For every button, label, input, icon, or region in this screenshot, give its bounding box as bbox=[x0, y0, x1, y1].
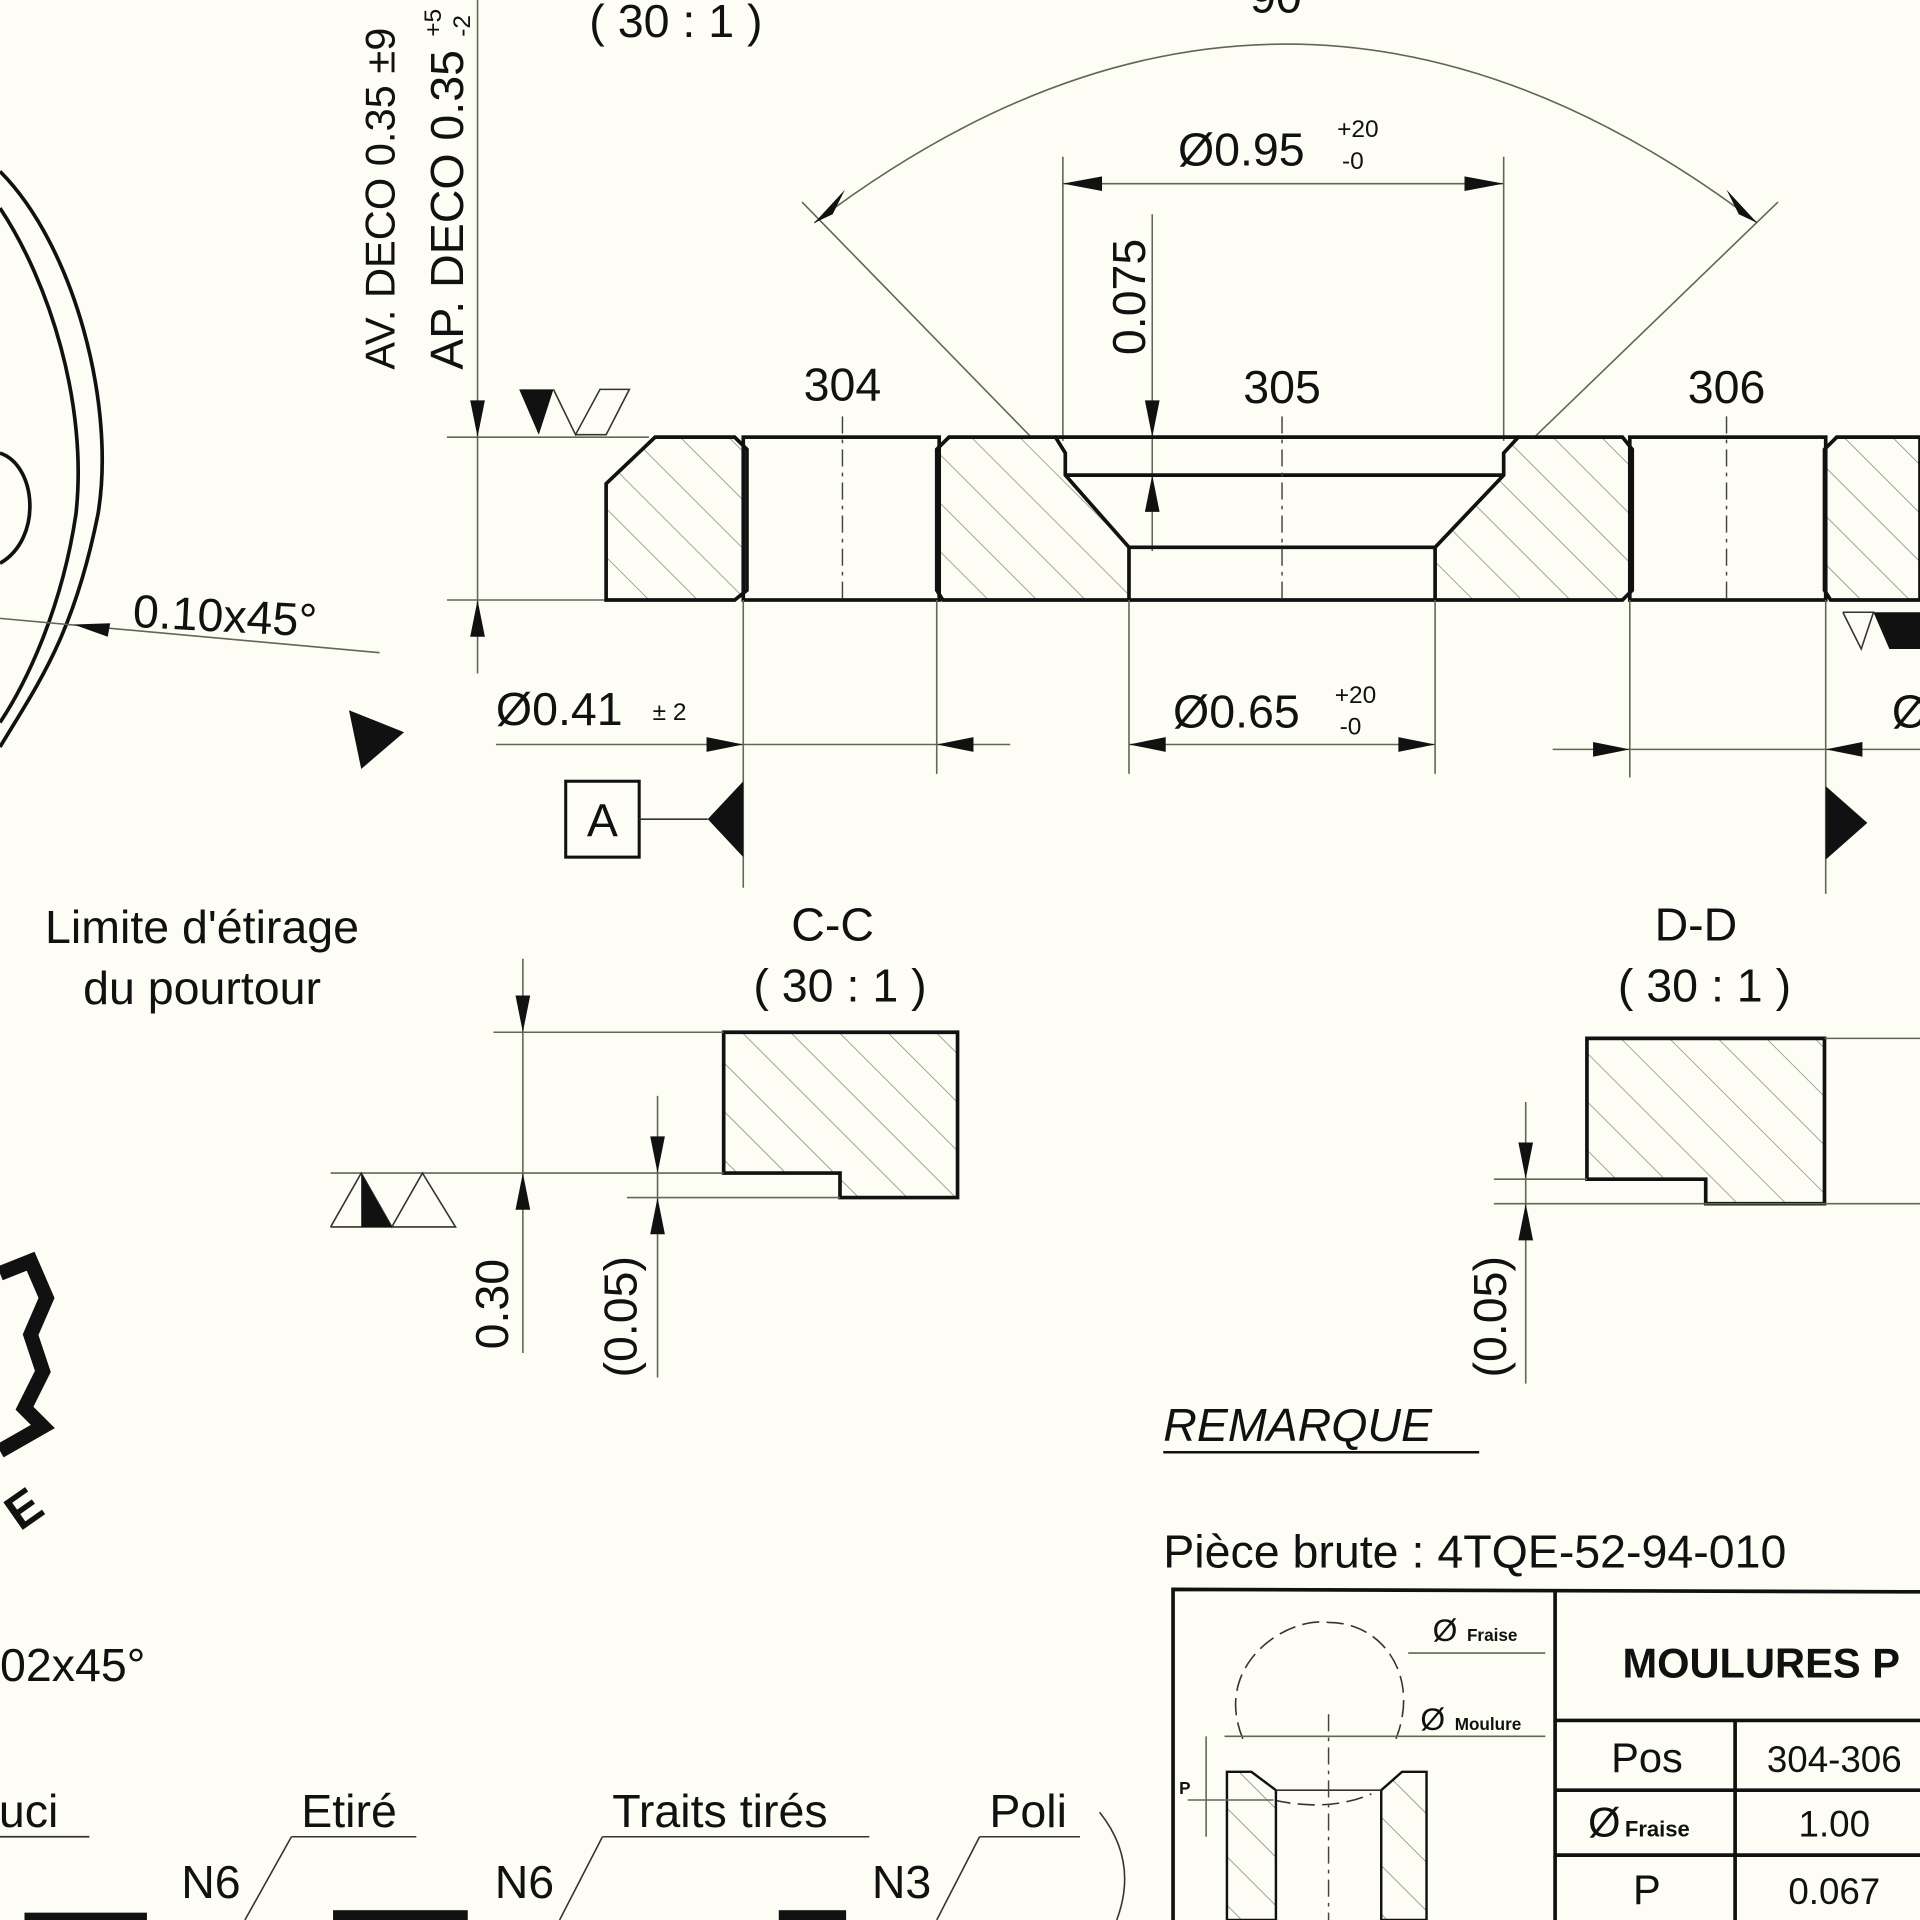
finish-label: Etiré bbox=[301, 1785, 397, 1837]
remarque-heading: REMARQUE bbox=[1163, 1399, 1433, 1451]
section-cc-profile bbox=[721, 1030, 960, 1200]
finish-label: Poli bbox=[989, 1785, 1067, 1837]
note-limit-line2: du pourtour bbox=[83, 962, 321, 1014]
moulures-table: MOULURES P Pos 304-306 Ø Fraise 1.00 P 0… bbox=[1171, 1587, 1920, 1920]
piece-brute: Pièce brute : 4TQE-52-94-010 bbox=[1163, 1525, 1786, 1577]
finish-grade: N6 bbox=[495, 1856, 554, 1908]
section-cc-scale: ( 30 : 1 ) bbox=[753, 960, 926, 1012]
surface-finish-symbol bbox=[519, 388, 631, 437]
dimension-dia-065: Ø0.65 bbox=[1173, 685, 1300, 737]
scale-label-top: ( 30 : 1 ) bbox=[589, 0, 762, 47]
row-label-dia-sub: Fraise bbox=[1625, 1817, 1690, 1842]
tolerance-plus: +20 bbox=[1335, 682, 1377, 709]
section-dd-title: D-D bbox=[1655, 898, 1738, 950]
sketch-dia-label: Ø bbox=[1433, 1612, 1458, 1648]
dimension-005-cc: (0.05) bbox=[595, 1256, 647, 1378]
arrow-icon bbox=[814, 189, 845, 223]
surface-finish-symbol bbox=[1842, 611, 1920, 652]
datum-label: A bbox=[587, 794, 618, 846]
dimension-dia-041: Ø0.41 bbox=[496, 683, 623, 735]
row-label-pos: Pos bbox=[1611, 1734, 1683, 1781]
table-title: MOULURES P bbox=[1622, 1640, 1900, 1687]
position-304: 304 bbox=[804, 358, 882, 410]
note-limit-line1: Limite d'étirage bbox=[45, 901, 359, 953]
sketch-dia-label: Ø bbox=[1420, 1701, 1445, 1737]
dimension-dia-095: Ø0.95 bbox=[1178, 123, 1305, 175]
section-cc-title: C-C bbox=[791, 898, 874, 950]
arrow-icon bbox=[1726, 189, 1758, 223]
tolerance-plus: +5 bbox=[420, 9, 447, 37]
main-section-view bbox=[604, 416, 1920, 602]
logo-letter: E bbox=[0, 1478, 53, 1541]
finish-label: Traits tirés bbox=[612, 1785, 827, 1837]
section-dd-scale: ( 30 : 1 ) bbox=[1618, 960, 1791, 1012]
dimension-005-dd: (0.05) bbox=[1464, 1256, 1516, 1378]
section-dd-profile bbox=[1585, 1036, 1827, 1206]
angle-extension-left bbox=[801, 201, 1036, 442]
dimension-030: 0.30 bbox=[466, 1259, 518, 1350]
tolerance-minus: -0 bbox=[1342, 148, 1364, 175]
surface-finish-symbol bbox=[329, 1171, 457, 1229]
sketch-p-label: P bbox=[1179, 1778, 1190, 1798]
finish-legend: buci Etiré N6 Traits tirés N6 Poli N3 bbox=[0, 1785, 1126, 1920]
datum-triangle-icon bbox=[707, 781, 744, 858]
angle-arc bbox=[813, 43, 1758, 224]
finish-grade: N6 bbox=[181, 1856, 240, 1908]
row-value-dia: 1.00 bbox=[1799, 1804, 1870, 1845]
finish-grade: N3 bbox=[872, 1856, 931, 1908]
angle-extension-right bbox=[1530, 201, 1779, 442]
top-view-partial bbox=[0, 170, 405, 769]
sketch-fraise-label: Fraise bbox=[1467, 1625, 1517, 1645]
dimension-chamfer: 0.10x45° bbox=[132, 585, 319, 647]
row-label-dia: Ø bbox=[1588, 1799, 1620, 1846]
angle-dimension: 90 bbox=[1250, 0, 1302, 22]
logo: E bbox=[0, 1251, 55, 1541]
tolerance-minus: -2 bbox=[449, 15, 476, 37]
deco-ap-label: AP. DECO 0.35 bbox=[421, 50, 473, 370]
finish-label: buci bbox=[0, 1785, 58, 1837]
position-305: 305 bbox=[1243, 361, 1321, 413]
row-label-p: P bbox=[1633, 1866, 1661, 1913]
row-value-pos: 304-306 bbox=[1767, 1739, 1902, 1780]
deco-av-label: AV. DECO 0.35 ±9 bbox=[356, 28, 403, 370]
dimension-chamfer-2: 02x45° bbox=[0, 1639, 145, 1691]
tolerance-minus: -0 bbox=[1340, 714, 1362, 741]
sketch-moulure-label: Moulure bbox=[1455, 1714, 1522, 1734]
dimension-dia-partial: Ø bbox=[1892, 685, 1920, 737]
tolerance: ± 2 bbox=[653, 699, 687, 726]
position-306: 306 bbox=[1688, 361, 1766, 413]
row-value-p: 0.067 bbox=[1788, 1871, 1880, 1912]
tolerance-plus: +20 bbox=[1337, 116, 1379, 143]
dimension-depth-0075: 0.075 bbox=[1103, 239, 1155, 355]
